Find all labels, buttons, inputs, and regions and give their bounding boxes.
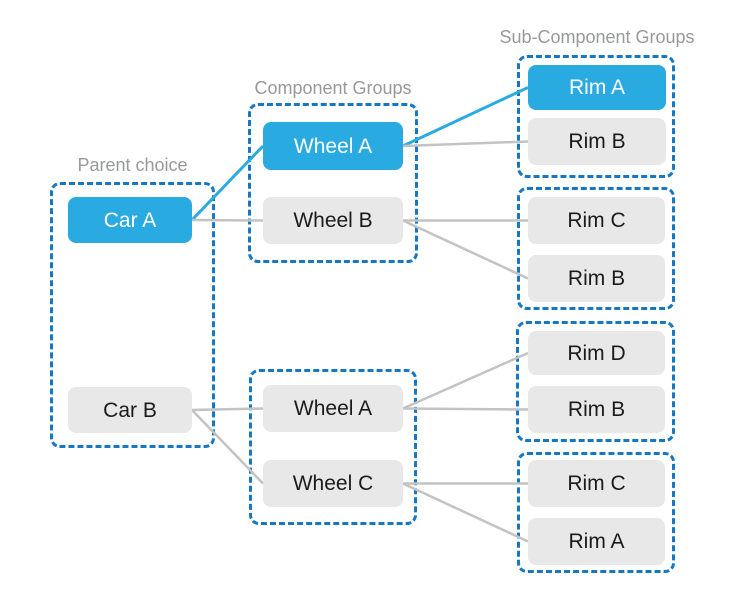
node-rim-d: Rim D xyxy=(528,331,665,375)
edge-wheel-a-1-to-rim-b-1 xyxy=(402,140,529,148)
node-wheel-b: Wheel B xyxy=(263,197,403,244)
parent-choice-group xyxy=(50,182,215,448)
edge-wheel-a-2-to-rim-d xyxy=(402,351,529,410)
node-car-a: Car A xyxy=(68,197,192,243)
node-label: Rim B xyxy=(567,398,626,421)
node-label: Car A xyxy=(103,208,157,232)
node-label: Wheel A xyxy=(293,134,373,158)
node-rim-a-1: Rim A xyxy=(528,65,666,110)
node-wheel-a-1: Wheel A xyxy=(263,122,403,170)
node-label: Car B xyxy=(103,398,157,422)
node-label: Rim B xyxy=(567,267,626,290)
edge-wheel-b-to-rim-b-2 xyxy=(402,219,529,280)
node-label: Rim C xyxy=(567,209,626,232)
node-rim-b-1: Rim B xyxy=(528,118,666,165)
node-label: Wheel A xyxy=(293,397,373,420)
node-car-b: Car B xyxy=(68,387,192,433)
column-label-parent-choice: Parent choice xyxy=(77,155,188,175)
node-label: Rim C xyxy=(567,472,626,495)
node-label: Rim D xyxy=(567,341,626,365)
node-rim-a-2: Rim A xyxy=(528,518,665,565)
column-label-component-groups: Component Groups xyxy=(254,78,412,98)
edge-wheel-a-2-to-rim-b-3 xyxy=(402,407,529,411)
node-rim-b-3: Rim B xyxy=(528,386,665,433)
node-label: Rim A xyxy=(568,530,625,553)
node-wheel-a-2: Wheel A xyxy=(263,385,403,432)
node-label: Rim A xyxy=(568,76,625,99)
node-rim-b-2: Rim B xyxy=(528,255,665,302)
node-label: Rim B xyxy=(568,130,626,153)
node-label: Wheel C xyxy=(292,472,374,495)
column-label-sub-component-groups: Sub-Component Groups xyxy=(499,27,695,47)
node-rim-c-1: Rim C xyxy=(528,197,665,244)
edge-wheel-c-to-rim-a-2 xyxy=(402,482,529,543)
edge-wheel-a-1-to-rim-a-1 xyxy=(402,86,529,148)
node-rim-c-2: Rim C xyxy=(528,460,665,507)
node-wheel-c: Wheel C xyxy=(263,460,403,507)
node-label: Wheel B xyxy=(293,209,373,232)
